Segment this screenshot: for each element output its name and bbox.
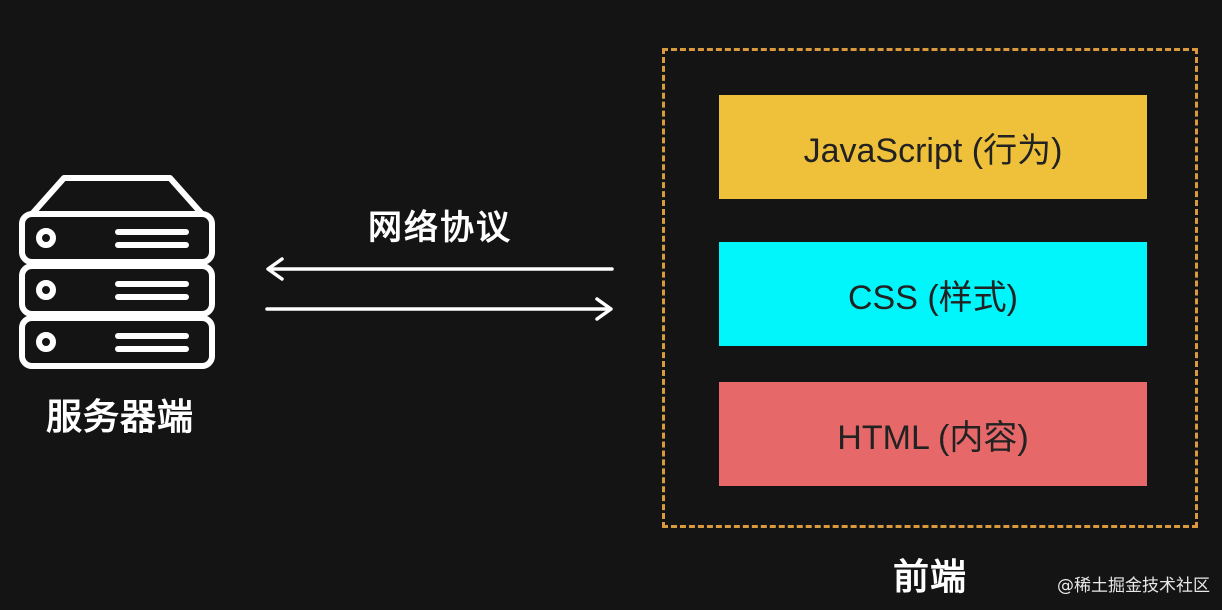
protocol-label: 网络协议 <box>368 208 512 248</box>
watermark: @稀土掘金技术社区 <box>1057 576 1210 596</box>
frontend-frame <box>662 48 1198 528</box>
html-layer: HTML (内容) <box>719 382 1147 486</box>
javascript-layer: JavaScript (行为) <box>719 95 1147 199</box>
arrow-left-icon <box>266 257 614 281</box>
server-stack-icon <box>19 175 215 369</box>
bidirectional-arrows <box>265 257 614 321</box>
javascript-layer-label: JavaScript (行为) <box>803 131 1063 170</box>
server-label: 服务器端 <box>45 397 194 438</box>
frontend-label: 前端 <box>892 557 967 598</box>
css-layer: CSS (样式) <box>719 242 1147 346</box>
css-layer-label: CSS (样式) <box>848 278 1018 317</box>
arrow-right-icon <box>265 297 613 321</box>
html-layer-label: HTML (内容) <box>837 418 1029 457</box>
